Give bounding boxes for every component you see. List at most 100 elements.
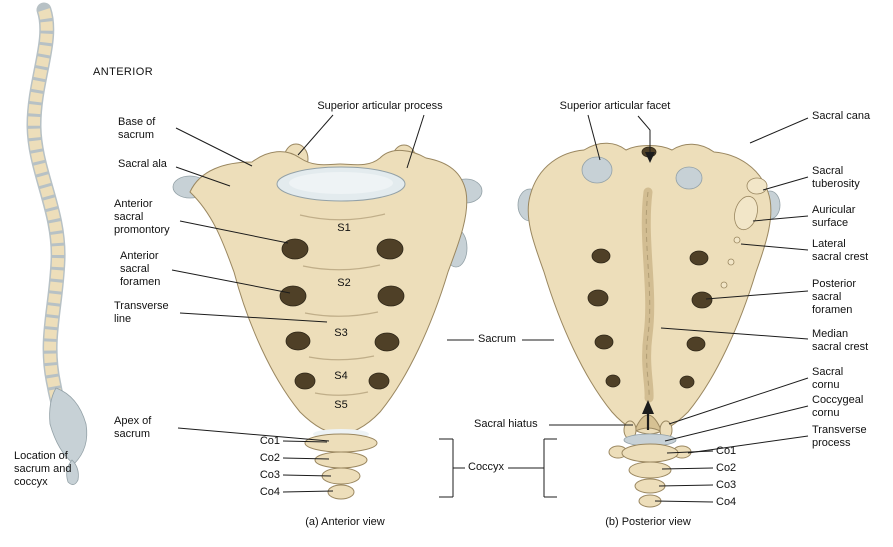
anterior-foramen [377,285,405,307]
segment-label-s2: S2 [337,277,351,289]
label-transverse-line: Transverse line [114,300,169,325]
coccyx-co1-anterior [304,433,378,453]
posterior-sacrum-art [517,142,781,508]
coccyx-label-co2-anterior: Co2 [259,452,280,464]
segment-label-s4: S4 [334,370,348,382]
lateral-crest-bump [727,258,735,266]
coccyx-label-co1-posterior: Co1 [716,445,737,457]
leader-line [658,484,714,487]
coccyx-co4-anterior [327,484,355,500]
label-anterior-sacral-foramen: Anterior sacral foramen [120,250,161,288]
superior-articular-facet-right [675,166,703,190]
posterior-foramen [691,291,713,309]
hiatus-arrow-head [642,400,654,414]
posterior-foramen [605,374,621,388]
leader-line [654,500,714,503]
sacral-tuberosity-bump [746,177,768,195]
lateral-crest-bump [733,236,741,244]
coccyx-label-co3-anterior: Co3 [259,469,280,481]
anterior-foramen [294,372,316,390]
leader-line [749,117,809,144]
leader-line [177,427,330,442]
anterior-sacrum-art [172,143,483,500]
leader-line [687,435,809,454]
label-sacral-hiatus: Sacral hiatus [474,418,538,430]
label-sacral-tuberosity: Sacral tuberosity [812,165,860,190]
leader-line [282,490,334,493]
segment-label-s5: S5 [334,399,348,411]
transverse-line-1 [302,264,381,271]
leader-line [175,127,253,167]
anterior-direction-label: ANTERIOR [93,66,154,78]
promontory-ridge [299,213,386,221]
coccyx-bracket-right [508,438,557,498]
coccyx-label-co4-anterior: Co4 [259,486,280,498]
location-caption: Location of sacrum and coccyx [14,450,72,488]
superior-articular-facet-left [581,156,613,184]
leader-line [637,115,651,152]
label-sacral-ala: Sacral ala [118,158,167,170]
label-sacrum: Sacrum [478,333,516,345]
coccyx-co2-posterior [628,461,672,479]
coccyx-label-co4-posterior: Co4 [716,496,737,508]
label-sacral-canal: Sacral cana [812,110,871,122]
coccyx-bracket-left [439,438,465,498]
leader-line [762,176,809,191]
label-anterior-sacral-promontory: Anterior sacral promontory [114,198,170,236]
facet-arrow-head [645,152,655,163]
posterior-foramen [679,375,695,389]
label-base-of-sacrum: Base of sacrum [118,116,156,141]
leader-line [587,114,601,161]
anterior-foramen [279,285,307,307]
leader-lines [171,114,809,503]
leader-line [668,377,809,425]
caption-posterior-view: (b) Posterior view [605,516,691,528]
spine-illustration [26,2,88,485]
anterior-foramen [281,238,309,260]
median-sacral-crest-texture [645,191,651,399]
label-coccyx: Coccyx [468,461,505,473]
transverse-line-4 [314,391,369,396]
leader-line [740,243,809,251]
lateral-crest-bump [720,281,728,289]
segment-label-s1: S1 [337,222,351,234]
leader-line [282,474,332,477]
sacrum-body-anterior [189,150,468,435]
leader-line [752,215,809,222]
anterior-foramen [374,332,400,352]
auricular-surface-patch [734,195,758,231]
leader-line [175,166,231,187]
coccyx-label-co1-anterior: Co1 [259,435,280,447]
spine-vertebrae [27,8,76,439]
leader-line [179,312,328,323]
label-auricular-surface: Auricular surface [812,204,856,229]
label-coccygeal-cornu: Coccygeal cornu [812,394,864,419]
leader-line [660,327,809,340]
leader-line [282,440,328,443]
label-apex-of-sacrum: Apex of sacrum [114,415,152,440]
leader-line [179,220,289,244]
leader-line [661,467,714,470]
anterior-foramen [376,238,404,260]
coccyx-co2-anterior [314,451,368,469]
coccyx-label-co3-posterior: Co3 [716,479,737,491]
label-posterior-sacral-foramen: Posterior sacral foramen [812,278,857,316]
coccyx-label-co2-posterior: Co2 [716,462,737,474]
posterior-foramen [689,250,709,266]
transverse-line-2 [304,311,379,317]
leader-line [282,457,330,460]
leader-line [705,290,809,300]
leader-line [171,269,291,294]
caption-anterior-view: (a) Anterior view [305,516,385,528]
posterior-foramen [591,248,611,264]
anterior-foramen [368,372,390,390]
anterior-foramen [285,331,311,351]
label-median-sacral-crest: Median sacral crest [812,328,869,353]
leader-line [406,114,425,169]
label-sacral-cornu: Sacral cornu [812,366,844,391]
segment-label-s3: S3 [334,327,348,339]
label-lateral-sacral-crest: Lateral sacral crest [812,238,869,263]
posterior-foramen [587,289,609,307]
